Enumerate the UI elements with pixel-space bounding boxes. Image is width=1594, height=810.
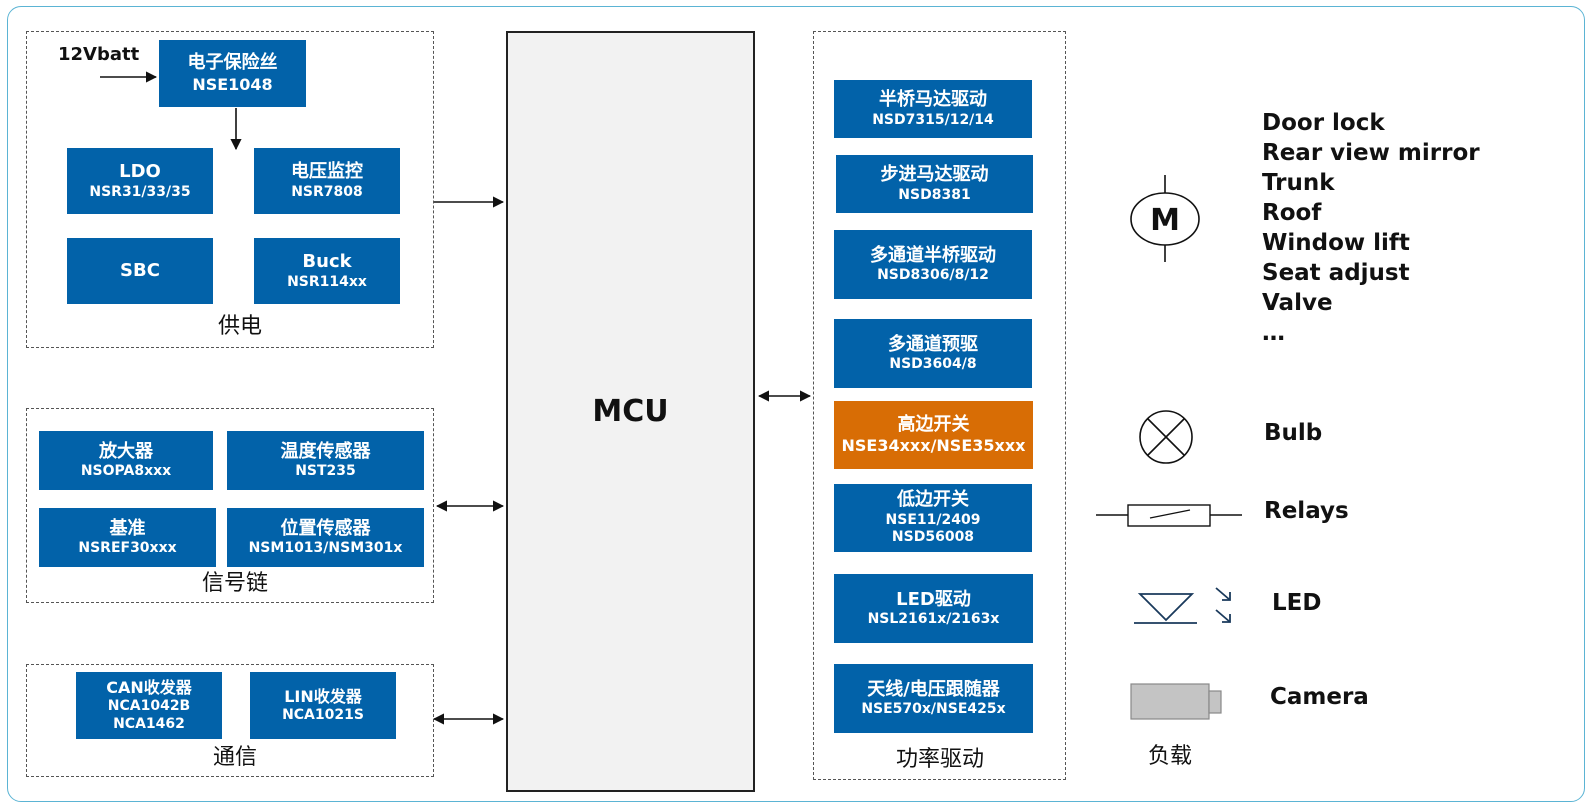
multi-predriver-block[interactable]: 多通道预驱 NSD3604/8 xyxy=(834,319,1032,388)
led-driver-title: LED驱动 xyxy=(896,588,971,610)
amplifier-block[interactable]: 放大器 NSOPA8xxx xyxy=(39,431,213,490)
reference-title: 基准 xyxy=(109,517,146,539)
buck-part: NSR114xx xyxy=(287,273,367,290)
loads-group-label: 负载 xyxy=(1147,744,1192,769)
mcu-block[interactable]: MCU xyxy=(506,31,755,792)
can-part-2: NCA1462 xyxy=(113,715,185,732)
stepper-motor-part: NSD8381 xyxy=(898,186,971,203)
bulb-icon xyxy=(1139,410,1193,464)
led-driver-block[interactable]: LED驱动 NSL2161x/2163x xyxy=(834,574,1033,643)
voltage-monitor-part: NSR7808 xyxy=(291,183,363,200)
low-side-switch-block[interactable]: 低边开关 NSE11/2409 NSD56008 xyxy=(834,484,1032,552)
led-label: LED xyxy=(1272,590,1322,616)
sbc-block[interactable]: SBC xyxy=(67,238,213,304)
list-item: Valve xyxy=(1262,290,1333,316)
communication-group-label: 通信 xyxy=(212,745,257,770)
supply-group xyxy=(26,31,434,348)
motor-load-list: Door lock Rear view mirror Trunk Roof Wi… xyxy=(1262,108,1480,348)
reference-part: NSREF30xxx xyxy=(78,540,177,556)
signal-chain-group xyxy=(26,408,434,603)
power-drive-group xyxy=(813,31,1066,780)
reference-block[interactable]: 基准 NSREF30xxx xyxy=(39,508,216,567)
list-item: Window lift xyxy=(1262,230,1410,256)
high-side-switch-part: NSE34xxx/NSE35xxx xyxy=(841,436,1026,456)
multi-predriver-part: NSD3604/8 xyxy=(889,356,977,372)
led-icon xyxy=(1134,587,1231,624)
temp-sensor-title: 温度传感器 xyxy=(280,440,371,462)
antenna-tracker-part: NSE570x/NSE425x xyxy=(861,701,1006,717)
list-item: Trunk xyxy=(1262,170,1335,196)
list-item: Roof xyxy=(1262,200,1322,226)
relay-icon xyxy=(1096,504,1242,527)
high-side-switch-title: 高边开关 xyxy=(897,413,970,435)
voltage-monitor-title: 电压监控 xyxy=(291,161,363,182)
amplifier-part: NSOPA8xxx xyxy=(80,463,172,479)
led-driver-part: NSL2161x/2163x xyxy=(867,611,1000,627)
buck-block[interactable]: Buck NSR114xx xyxy=(254,238,400,304)
can-title: CAN收发器 xyxy=(106,678,192,697)
buck-title: Buck xyxy=(302,251,352,272)
ldo-part: NSR31/33/35 xyxy=(89,183,191,200)
position-sensor-title: 位置传感器 xyxy=(280,517,371,539)
half-bridge-motor-part: NSD7315/12/14 xyxy=(872,111,994,128)
fuse-part: NSE1048 xyxy=(192,74,273,94)
multi-half-bridge-part: NSD8306/8/12 xyxy=(877,267,989,283)
low-side-switch-part-2: NSD56008 xyxy=(891,529,975,546)
voltage-monitor-block[interactable]: 电压监控 NSR7808 xyxy=(254,148,400,214)
supply-group-label: 供电 xyxy=(217,314,262,339)
can-transceiver-block[interactable]: CAN收发器 NCA1042B NCA1462 xyxy=(76,672,222,739)
temp-sensor-block[interactable]: 温度传感器 NST235 xyxy=(227,431,424,490)
list-item: Door lock xyxy=(1262,110,1385,136)
antenna-tracker-title: 天线/电压跟随器 xyxy=(867,678,1000,700)
high-side-switch-block[interactable]: 高边开关 NSE34xxx/NSE35xxx xyxy=(834,401,1033,469)
camera-icon xyxy=(1130,683,1222,720)
amplifier-title: 放大器 xyxy=(99,440,153,462)
sbc-title: SBC xyxy=(120,259,160,281)
stepper-motor-block[interactable]: 步进马达驱动 NSD8381 xyxy=(836,155,1033,213)
ldo-block[interactable]: LDO NSR31/33/35 xyxy=(67,148,213,214)
fuse-title: 电子保险丝 xyxy=(187,52,278,74)
bulb-label: Bulb xyxy=(1264,420,1323,446)
multi-half-bridge-block[interactable]: 多通道半桥驱动 NSD8306/8/12 xyxy=(834,230,1032,299)
antenna-tracker-block[interactable]: 天线/电压跟随器 NSE570x/NSE425x xyxy=(834,664,1033,733)
multi-predriver-title: 多通道预驱 xyxy=(888,333,978,355)
signal-chain-group-label: 信号链 xyxy=(201,571,268,596)
can-part-1: NCA1042B xyxy=(107,698,191,714)
temp-sensor-part: NST235 xyxy=(295,463,356,479)
list-item: … xyxy=(1262,320,1285,346)
half-bridge-motor-title: 半桥马达驱动 xyxy=(879,89,987,110)
lin-part: NCA1021S xyxy=(282,706,364,723)
battery-input-label: 12Vbatt xyxy=(58,44,140,65)
list-item: Rear view mirror xyxy=(1262,140,1480,166)
outer-frame xyxy=(7,6,1585,802)
position-sensor-block[interactable]: 位置传感器 NSM1013/NSM301x xyxy=(227,508,424,567)
stepper-motor-title: 步进马达驱动 xyxy=(880,164,989,185)
half-bridge-motor-block[interactable]: 半桥马达驱动 NSD7315/12/14 xyxy=(834,80,1032,138)
motor-icon xyxy=(1130,175,1200,262)
relays-label: Relays xyxy=(1264,498,1349,524)
position-sensor-part: NSM1013/NSM301x xyxy=(248,540,403,556)
lin-transceiver-block[interactable]: LIN收发器 NCA1021S xyxy=(250,672,396,739)
power-drive-group-label: 功率驱动 xyxy=(895,747,984,772)
low-side-switch-part-1: NSE11/2409 xyxy=(885,511,981,528)
multi-half-bridge-title: 多通道半桥驱动 xyxy=(870,244,996,266)
lin-title: LIN收发器 xyxy=(284,686,362,706)
low-side-switch-title: 低边开关 xyxy=(897,489,969,511)
fuse-block[interactable]: 电子保险丝 NSE1048 xyxy=(159,40,306,107)
motor-symbol-label: M xyxy=(1150,203,1180,238)
ldo-title: LDO xyxy=(119,161,161,182)
list-item: Seat adjust xyxy=(1262,260,1410,286)
camera-label: Camera xyxy=(1270,684,1369,710)
mcu-label: MCU xyxy=(592,394,669,429)
